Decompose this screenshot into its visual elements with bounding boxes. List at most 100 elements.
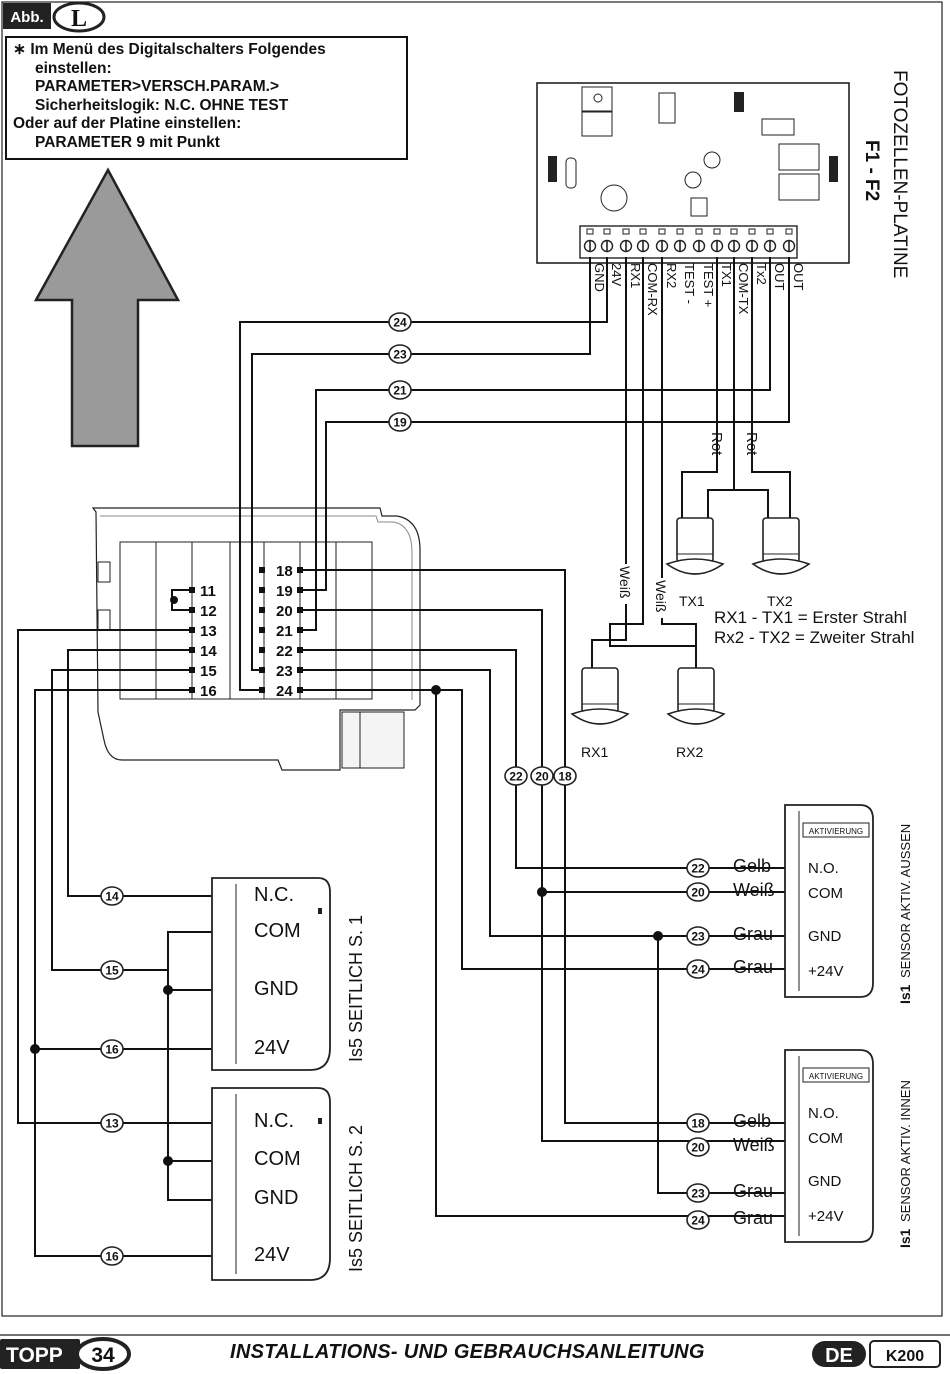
sensor_outer-pin-3: +24V: [808, 963, 843, 980]
sensor-outer-prefix: Is1: [897, 984, 913, 1004]
bus-badge-18: 18: [553, 766, 577, 786]
sensor_inner-pin-1: COM: [808, 1130, 843, 1147]
sensor_inner-pin-2: GND: [808, 1173, 842, 1190]
sensor-inner-prefix: Is1: [897, 1228, 913, 1248]
bus-badge-20-label: 20: [535, 770, 549, 784]
side1-wire-badge-0: 14: [100, 886, 124, 906]
side_sensor_1-pin-0: N.C.: [254, 884, 294, 906]
bus-badge-22-label: 22: [509, 770, 523, 784]
board-terminal-8: COM-TX: [736, 263, 751, 315]
rx1-label: RX1: [581, 744, 608, 760]
tx1-photocell: [665, 517, 725, 575]
footer-brand-logo: TOPP 34: [0, 1337, 131, 1371]
note-star: ∗: [13, 41, 26, 58]
sensor-outer-title: SENSOR AKTIV. AUSSEN: [898, 824, 913, 978]
sensor_outer-wire-badge-0: 22: [686, 858, 710, 878]
sensor_outer-wire-badge-1: 20: [686, 882, 710, 902]
strip-terminal-23: 23: [276, 663, 293, 680]
sensor_inner-wire-badge-3-label: 24: [691, 1214, 705, 1228]
sensor_inner-wire-color-0: Gelb: [733, 1111, 771, 1131]
side2-wire-badge-1-label: 16: [105, 1250, 119, 1264]
sensor_inner-wire-color-1: Weiß: [733, 1135, 775, 1155]
side_sensor_1-pin-2: GND: [254, 978, 298, 1000]
board-terminal-11: OUT: [791, 263, 806, 291]
board-terminal-7: TX1: [719, 263, 734, 287]
sensor_outer-wire-badge-2: 23: [686, 926, 710, 946]
figure-letter: L: [71, 6, 87, 32]
control-unit-housing: [91, 507, 421, 771]
strip-terminal-18: 18: [276, 563, 293, 580]
side2-wire-badge-1: 16: [100, 1246, 124, 1266]
sensor_outer-wire-color-2: Grau: [733, 924, 773, 944]
board-terminal-3: COM-RX: [645, 263, 660, 316]
beam-legend-1: RX1 - TX1 = Erster Strahl: [714, 608, 907, 627]
sensor_inner-wire-badge-2-label: 23: [691, 1187, 705, 1201]
sensor_outer-badge: AKTIVIERUNG: [809, 827, 863, 836]
strip-terminal-11: 11: [200, 583, 216, 600]
board-terminal-4: RX2: [664, 263, 679, 288]
wire-color-white-1: Weiß: [617, 566, 633, 598]
wire-badge-23: 23: [388, 344, 412, 364]
sensor_inner-pin-3: +24V: [808, 1208, 843, 1225]
side2-wire-badge-0: 13: [100, 1113, 124, 1133]
strip-terminal-12: 12: [200, 603, 217, 620]
sensor_outer-wire-badge-2-label: 23: [691, 930, 705, 944]
board-terminal-10: OUT: [772, 263, 787, 291]
sensor_inner-badge: AKTIVIERUNG: [809, 1072, 863, 1081]
beam-legend-2: Rx2 - TX2 = Zweiter Strahl: [714, 628, 914, 647]
sensor_outer-pin-0: N.O.: [808, 860, 839, 877]
footer-lang: DE: [825, 1345, 853, 1367]
sensor_inner-wire-badge-2: 23: [686, 1183, 710, 1203]
figure-badge: Abb. L: [3, 1, 106, 33]
side_sensor_2-pin-1: COM: [254, 1148, 301, 1170]
footer-title: INSTALLATIONS- UND GEBRAUCHSANLEITUNG: [230, 1341, 705, 1363]
side1-wire-badge-2-label: 16: [105, 1043, 119, 1057]
wire-junctions: [30, 596, 663, 1166]
side_sensor_2-pin-0: N.C.: [254, 1110, 294, 1132]
strip-terminal-14: 14: [200, 643, 217, 660]
footer-brand: TOPP: [6, 1344, 63, 1367]
board-terminal-1: 24V: [609, 263, 624, 286]
sensor_outer-wire-color-0: Gelb: [733, 856, 771, 876]
note-line-3: PARAMETER>VERSCH.PARAM.>: [35, 78, 280, 95]
strip-terminal-22: 22: [276, 643, 293, 660]
side_sensor_2-pin-3: 24V: [254, 1244, 290, 1266]
wire-badge-19-label: 19: [393, 416, 407, 430]
rx1-photocell: [570, 667, 630, 725]
note-line-6: PARAMETER 9 mit Punkt: [35, 133, 220, 151]
side1-wire-badge-1-label: 15: [105, 964, 119, 978]
rx2-photocell: [666, 667, 726, 725]
rx2-label: RX2: [676, 744, 703, 760]
side_sensor_1-pin-3: 24V: [254, 1037, 290, 1059]
strip-terminal-15: 15: [200, 663, 217, 680]
wire-color-white-2: Weiß: [653, 580, 669, 612]
sensor_outer-wire-badge-3: 24: [686, 959, 710, 979]
strip-terminal-13: 13: [200, 623, 217, 640]
strip-terminal-24: 24: [276, 683, 293, 700]
tx1-label: TX1: [679, 593, 705, 609]
wire-badge-19: 19: [388, 412, 412, 432]
sensor-inner-title: SENSOR AKTIV. INNEN: [898, 1080, 913, 1222]
settings-note: ∗ Im Menü des Digitalschalters Folgendes…: [5, 36, 408, 160]
photocell-board: [536, 82, 850, 264]
sensor_outer-wire-color-1: Weiß: [733, 880, 775, 900]
board-terminal-6: TEST +: [701, 263, 716, 307]
tx2-photocell: [751, 517, 811, 575]
side1-wire-badge-1: 15: [100, 960, 124, 980]
note-line-1: Im Menü des Digitalschalters Folgendes: [30, 41, 326, 58]
sensor_outer-wire-badge-3-label: 24: [691, 963, 705, 977]
sensor_inner-wire-badge-0-label: 18: [691, 1117, 705, 1131]
bus-badge-18-label: 18: [558, 770, 572, 784]
board-terminal-block: [579, 225, 798, 259]
board-terminal-0: GND: [592, 263, 607, 292]
note-line-5: Oder auf der Platine einstellen:: [13, 115, 242, 132]
board-subtitle: F1 - F2: [861, 140, 882, 201]
wire-badge-21-label: 21: [393, 384, 407, 398]
board-title: FOTOZELLEN-PLATINE: [889, 70, 910, 278]
note-line-2: einstellen:: [35, 59, 112, 77]
sensor_inner-wire-badge-1-label: 20: [691, 1141, 705, 1155]
strip-terminal-19: 19: [276, 583, 293, 600]
